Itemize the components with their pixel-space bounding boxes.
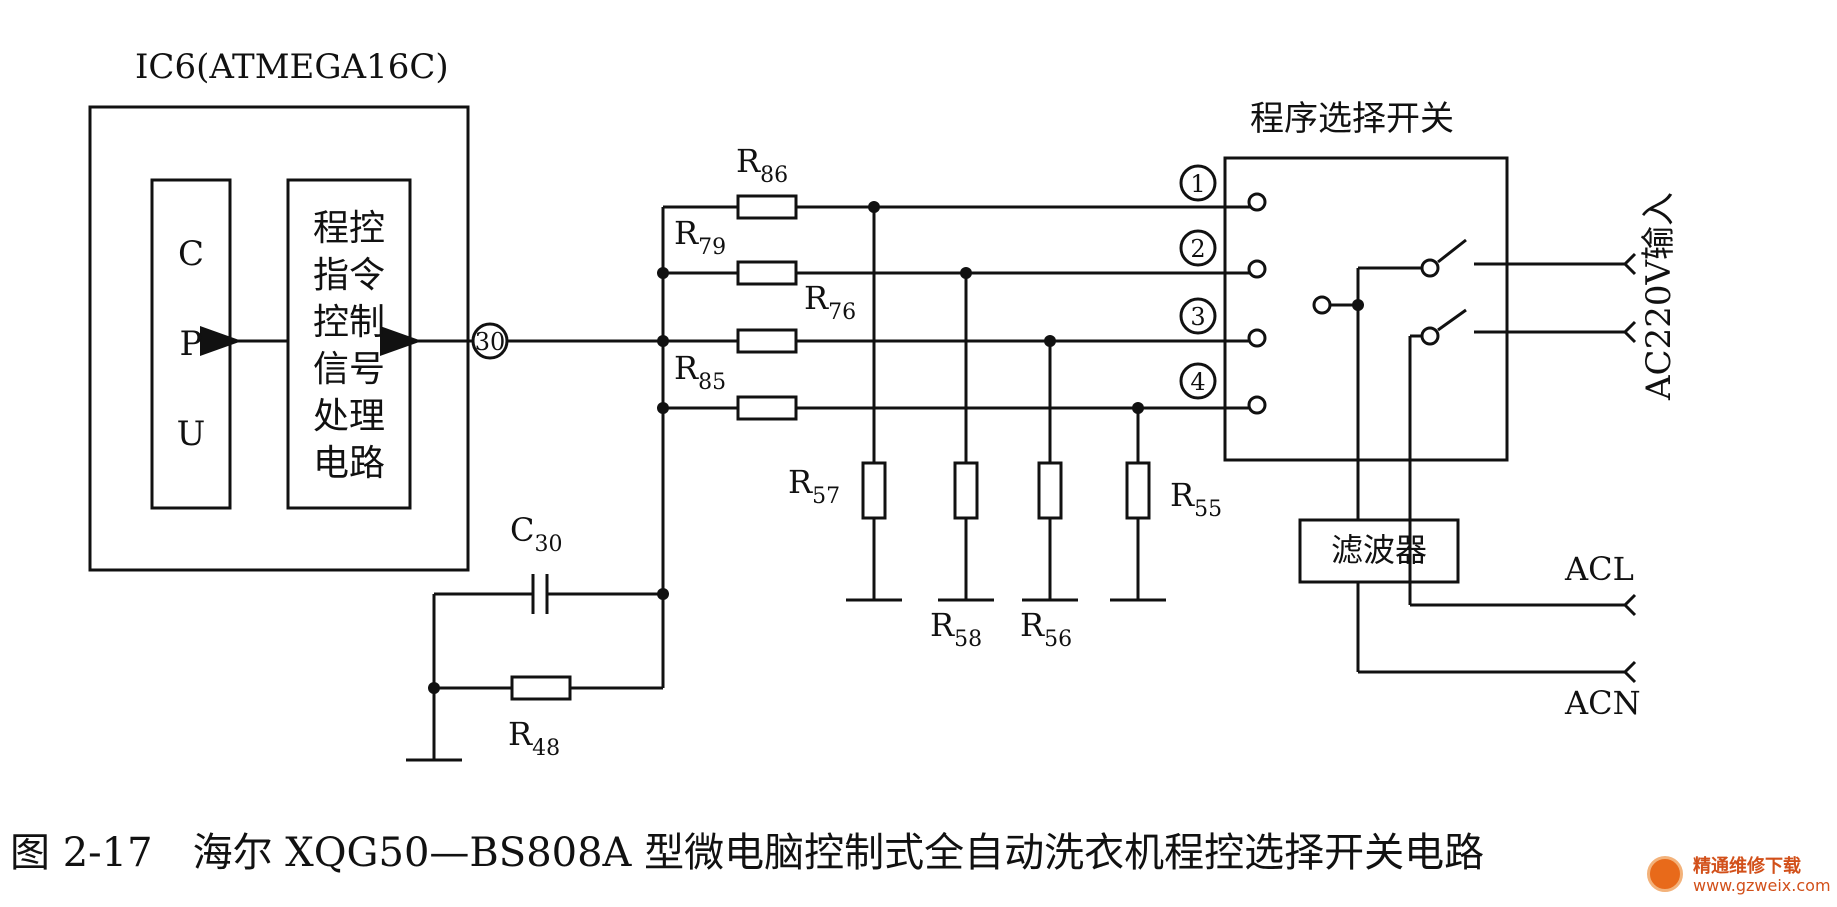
resistor-r86: [736, 194, 798, 220]
cpu-letter-u: U: [177, 414, 206, 454]
processor-line-4: 信号: [313, 349, 385, 390]
processor-line-2: 指令: [313, 255, 385, 296]
label-r58: R58: [930, 606, 982, 652]
resistor-r79: [736, 260, 798, 286]
cpu-letter-c: C: [178, 234, 204, 274]
power-switch-contact-1: [1420, 258, 1440, 278]
watermark: 精通维修下载 www.gzweix.com: [1647, 850, 1831, 900]
watermark-line-1: 精通维修下载: [1693, 856, 1801, 877]
watermark-logo-icon: [1647, 856, 1683, 892]
junction-dot: [1044, 335, 1056, 347]
switch-terminal-contact-4: [1247, 395, 1267, 415]
filter-label: 滤波器: [1331, 531, 1427, 569]
resistor-r55: [1125, 461, 1151, 520]
processor-line-3: 控制: [313, 302, 385, 343]
processor-line-6: 电路: [313, 443, 385, 484]
ic-title: IC6(ATMEGA16C): [135, 47, 449, 87]
label-r79: R79: [674, 214, 726, 260]
power-switch-blade-2: [1437, 308, 1467, 332]
switch-terminal-contact-1: [1247, 192, 1267, 212]
terminal-label-2: 2: [1190, 235, 1205, 263]
label-r85: R85: [674, 349, 726, 395]
processor-line-1: 程控: [313, 208, 385, 249]
label-r76: R76: [804, 279, 856, 325]
resistor-r57: [861, 461, 887, 520]
processor-line-5: 处理: [313, 396, 385, 437]
junction-dot: [1132, 402, 1144, 414]
switch-title: 程序选择开关: [1250, 99, 1454, 139]
resistor-r58: [953, 461, 979, 520]
label-r48: R48: [508, 715, 560, 761]
cpu-letter-p: P: [180, 324, 203, 364]
acl-label: ACL: [1564, 550, 1634, 588]
acl-terminal: [1622, 593, 1637, 617]
ac-input-terminal-1: [1622, 252, 1637, 276]
ac-input-terminal-2: [1622, 320, 1637, 344]
junction-dot: [657, 267, 669, 279]
junction-dot: [657, 402, 669, 414]
junction-dot: [960, 267, 972, 279]
switch-terminal-contact-3: [1247, 328, 1267, 348]
figure-number: 图 2-17: [10, 830, 153, 876]
figure-title: 海尔 XQG50—BS808A 型微电脑控制式全自动洗衣机程控选择开关电路: [192, 830, 1485, 876]
terminal-label-3: 3: [1190, 303, 1205, 331]
resistor-r85: [736, 395, 798, 421]
terminal-marker-4: [1179, 362, 1217, 400]
ac-input-label: AC220V输入: [1639, 192, 1679, 401]
resistor-r56: [1037, 461, 1063, 520]
label-c30: C30: [510, 511, 562, 557]
terminal-label-1: 1: [1190, 170, 1205, 198]
label-r86: R86: [736, 142, 788, 188]
resistor-r76: [736, 328, 798, 354]
resistor-r48: [510, 675, 572, 701]
junction-dot: [868, 201, 880, 213]
common-contact: [1312, 295, 1332, 315]
terminal-marker-3: [1179, 297, 1217, 335]
pin-30-label: 30: [475, 328, 506, 356]
acn-terminal: [1622, 660, 1637, 684]
acn-label: ACN: [1564, 684, 1641, 722]
figure-caption: 图 2-17 海尔 XQG50—BS808A 型微电脑控制式全自动洗衣机程控选择开…: [10, 820, 1484, 878]
ic-box: [88, 105, 470, 572]
label-r57: R57: [788, 463, 840, 509]
watermark-line-2: www.gzweix.com: [1693, 876, 1831, 895]
switch-terminal-contact-2: [1247, 259, 1267, 279]
terminal-label-4: 4: [1190, 368, 1205, 396]
junction-dot: [428, 682, 440, 694]
label-r56: R56: [1020, 606, 1072, 652]
terminal-marker-1: [1179, 164, 1217, 202]
power-switch-contact-2: [1420, 326, 1440, 346]
label-r55: R55: [1170, 476, 1222, 522]
junction-dot: [657, 588, 669, 600]
switch-box: [1223, 156, 1509, 462]
terminal-marker-2: [1179, 229, 1217, 267]
filter-box: [1298, 518, 1460, 584]
power-switch-blade-1: [1437, 238, 1467, 264]
junction-dot: [1352, 299, 1364, 311]
junction-dot: [657, 335, 669, 347]
